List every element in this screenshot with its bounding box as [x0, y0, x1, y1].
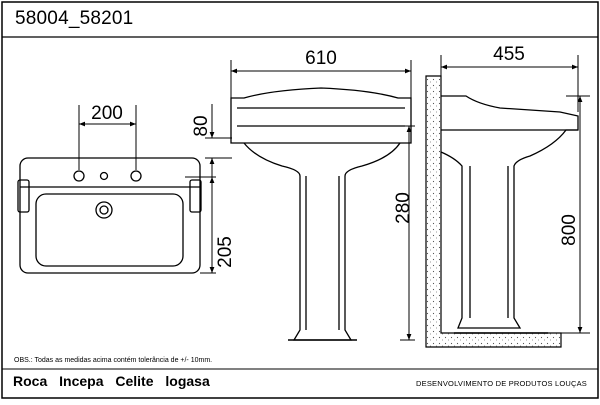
overflow-height-dimension [395, 125, 415, 341]
dim-200-label: 200 [91, 103, 123, 124]
dim-80-label: 80 [191, 115, 212, 136]
tolerance-note: OBS.: Todas as medidas acima contém tole… [14, 357, 213, 364]
brand-celite: Celite [115, 373, 154, 389]
basin-depth-dimension [205, 104, 232, 178]
total-height-dimension [561, 95, 590, 334]
front-width-dimension [230, 60, 412, 98]
wall-section [425, 75, 562, 348]
drawing-code: 58004_58201 [15, 8, 134, 29]
drawing-border [1, 1, 599, 399]
brand-logos: Roca Incepa Celite logasa [13, 373, 218, 389]
basin-front-view [230, 87, 412, 341]
basin-top-view [17, 157, 202, 274]
department-label: DESENVOLVIMENTO DE PRODUTOS LOUÇAS [416, 379, 588, 388]
basin-side-view [440, 95, 579, 334]
drain-offset-dimension [185, 176, 216, 274]
brand-roca: Roca [13, 373, 48, 389]
brand-incepa: Incepa [59, 373, 104, 389]
dim-800-label: 800 [559, 214, 580, 246]
dim-205-label: 205 [215, 236, 236, 268]
tap-spacing-dimension [78, 105, 137, 170]
dim-455-label: 455 [493, 44, 525, 65]
brand-logasa: logasa [165, 373, 210, 389]
dim-280-label: 280 [393, 192, 414, 224]
dim-610-label: 610 [305, 48, 337, 69]
